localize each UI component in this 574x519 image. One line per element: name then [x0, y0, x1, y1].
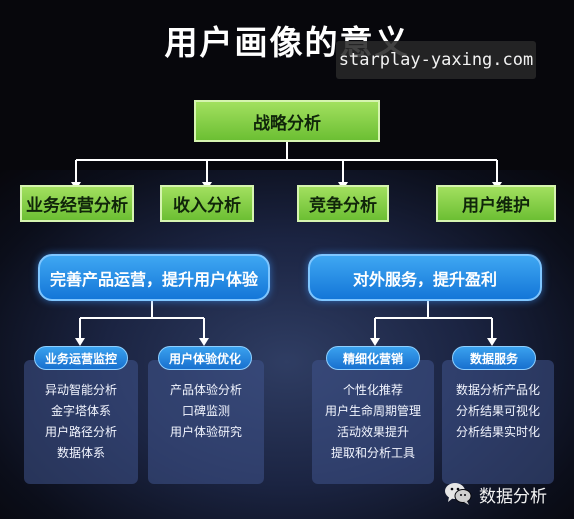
footer-text: 数据分析 — [479, 487, 547, 507]
list-item: 个性化推荐 — [342, 383, 403, 397]
list-item: 数据分析产品化 — [455, 383, 540, 397]
list-item: 异动智能分析 — [44, 383, 117, 397]
list-item: 分析结果可视化 — [455, 404, 540, 418]
list-item: 数据体系 — [56, 446, 105, 460]
list-item: 用户路径分析 — [44, 425, 117, 439]
wechat-icon — [445, 483, 472, 505]
list-item: 提取和分析工具 — [330, 446, 415, 460]
tag-business-monitoring: 业务运营监控 — [34, 346, 128, 370]
group-node-product-ops: 完善产品运营，提升用户体验 — [38, 254, 270, 301]
tag-precision-marketing: 精细化营销 — [326, 346, 420, 370]
category-node-competition: 竞争分析 — [297, 185, 389, 222]
panel-data-service: 数据分析产品化 分析结果可视化 分析结果实时化 — [442, 360, 554, 484]
category-node-business: 业务经营分析 — [20, 185, 134, 222]
category-node-retention: 用户维护 — [436, 185, 556, 222]
list-item: 活动效果提升 — [336, 425, 409, 439]
list-item: 口碑监测 — [181, 404, 230, 418]
category-node-revenue: 收入分析 — [160, 185, 254, 222]
list-item: 产品体验分析 — [169, 383, 242, 397]
tag-ux-optimization: 用户体验优化 — [158, 346, 252, 370]
list-item: 分析结果实时化 — [455, 425, 540, 439]
group-node-external-service: 对外服务，提升盈利 — [308, 254, 542, 301]
list-item: 用户体验研究 — [169, 425, 242, 439]
panel-business-monitoring: 异动智能分析 金字塔体系 用户路径分析 数据体系 — [24, 360, 138, 484]
panel-ux-optimization: 产品体验分析 口碑监测 用户体验研究 — [148, 360, 264, 484]
site-watermark: starplay-yaxing.com — [336, 41, 536, 79]
panel-precision-marketing: 个性化推荐 用户生命周期管理 活动效果提升 提取和分析工具 — [312, 360, 434, 484]
root-node: 战略分析 — [194, 100, 380, 142]
tag-data-service: 数据服务 — [452, 346, 536, 370]
list-item: 金字塔体系 — [50, 404, 111, 418]
list-item: 用户生命周期管理 — [324, 404, 421, 418]
